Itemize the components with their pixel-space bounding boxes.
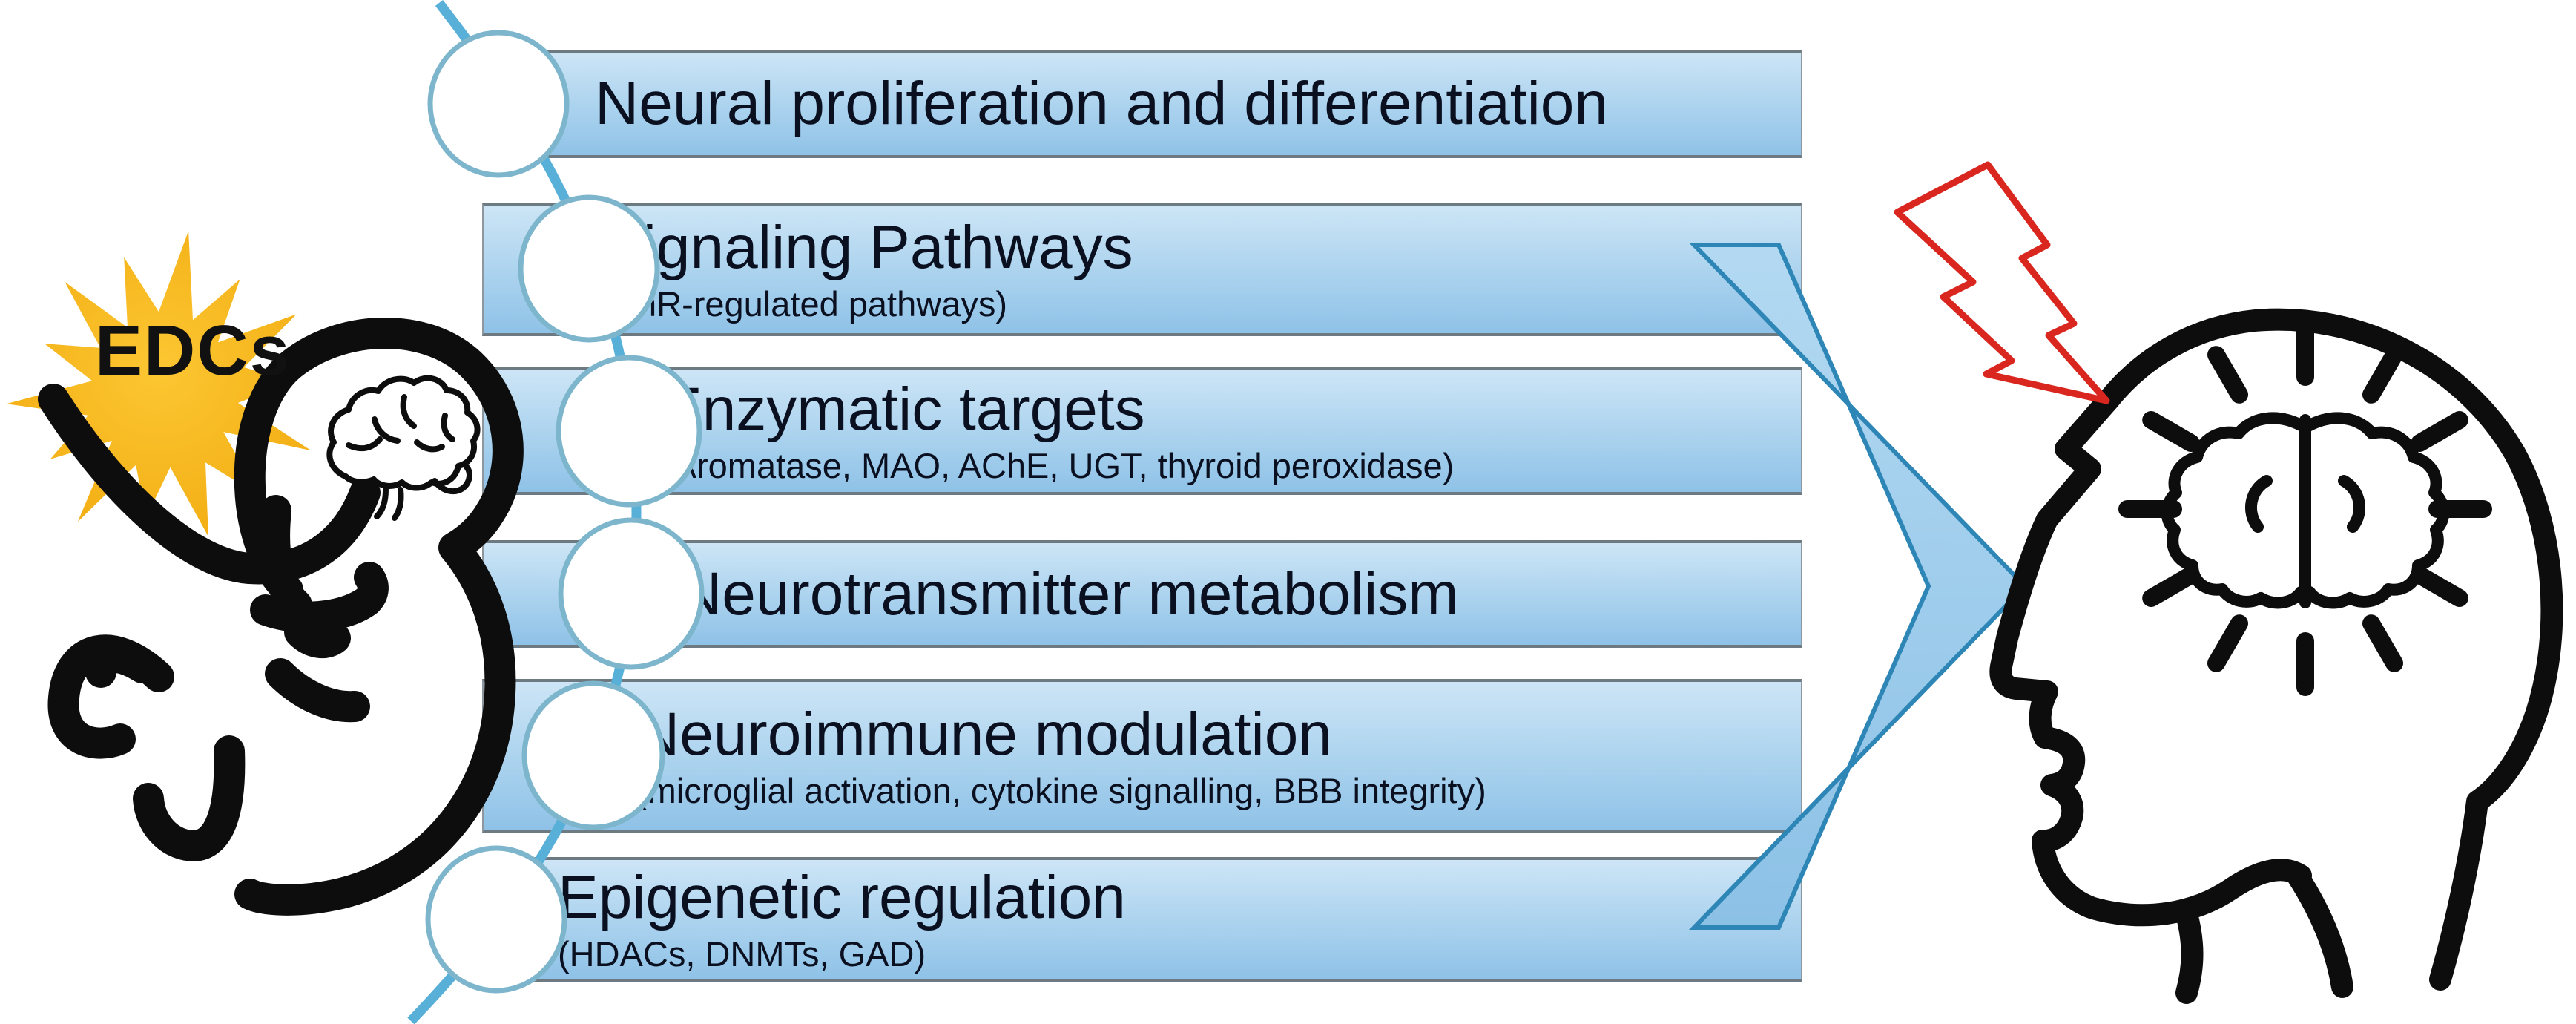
stage-subtitle: (microglial activation, cytokine signall…: [636, 770, 1486, 810]
stage-title: Neural proliferation and differentiation: [595, 70, 1609, 138]
head-profile-icon: [1989, 308, 2563, 1004]
stage-title: Enzymatic targets: [662, 375, 1145, 444]
head-brain-icon: [2161, 418, 2444, 603]
head-face-profile: [1989, 508, 2312, 927]
stage-title: Neurotransmitter metabolism: [678, 559, 1459, 628]
head-crown-back-neck: [2097, 308, 2563, 991]
fetus-foot-curl: [85, 642, 158, 688]
node-circle: [558, 517, 705, 670]
stage-bar-enzymatic-targets: Enzymatic targets (Aromatase, MAO, AChE,…: [482, 367, 1802, 495]
right-chevron-arrow-icon: [1688, 243, 2029, 930]
fetus-leg-lower: [133, 735, 246, 861]
fetus-head-body-outline: [234, 317, 524, 916]
brain-ray: [2411, 411, 2468, 452]
node-circle: [521, 680, 665, 830]
stage-subtitle: (HDACs, DNMTs, GAD): [558, 933, 926, 974]
brain-activity-rays: [2118, 322, 2492, 696]
fetus-neck-stroke: [38, 384, 381, 585]
brain-ray: [2207, 614, 2248, 672]
node-circles: [425, 30, 705, 994]
fetus-brain-icon: [326, 375, 481, 521]
stage-bar-signaling-pathways: Signaling Pathways (AhR-regulated pathwa…: [482, 203, 1802, 336]
fetus-hand: [284, 617, 351, 659]
node-circle: [425, 845, 567, 994]
stage-title: Epigenetic regulation: [558, 864, 1126, 932]
fetus-thigh: [265, 658, 370, 723]
stage-bar-epigenetic-regulation: Epigenetic regulation (HDACs, DNMTs, GAD…: [482, 857, 1802, 982]
brain-ray: [2362, 614, 2403, 672]
node-circle: [556, 355, 702, 508]
brain-ray: [2362, 346, 2403, 404]
head-strike-notch: [2036, 390, 2119, 531]
stage-title: Signaling Pathways: [602, 214, 1133, 282]
node-circle: [427, 30, 570, 178]
stage-subtitle: (AhR-regulated pathways): [602, 283, 1007, 324]
brain-ray: [2207, 346, 2248, 404]
brain-ray: [2142, 411, 2200, 452]
brain-ray: [2411, 566, 2468, 607]
stage-subtitle: (Aromatase, MAO, AChE, UGT, thyroid pero…: [662, 445, 1455, 485]
fetus-arm-upper: [259, 495, 312, 620]
edcs-label: EDCs: [95, 311, 291, 390]
stage-bar-neuroimmune-modulation: Neuroimmune modulation (microglial activ…: [482, 679, 1802, 833]
head-underchin-neck: [2175, 903, 2204, 1004]
brain-ray: [2142, 566, 2200, 607]
stage-bar-neural-proliferation: Neural proliferation and differentiation: [482, 50, 1802, 158]
red-lightning-bolt-icon: [1894, 161, 2110, 404]
stage-title: Neuroimmune modulation: [636, 700, 1332, 769]
fetus-icon: [38, 317, 524, 916]
head-jaw-neck: [2285, 863, 2353, 998]
fetus-arm-forearm: [250, 562, 389, 633]
node-circle: [518, 194, 660, 343]
